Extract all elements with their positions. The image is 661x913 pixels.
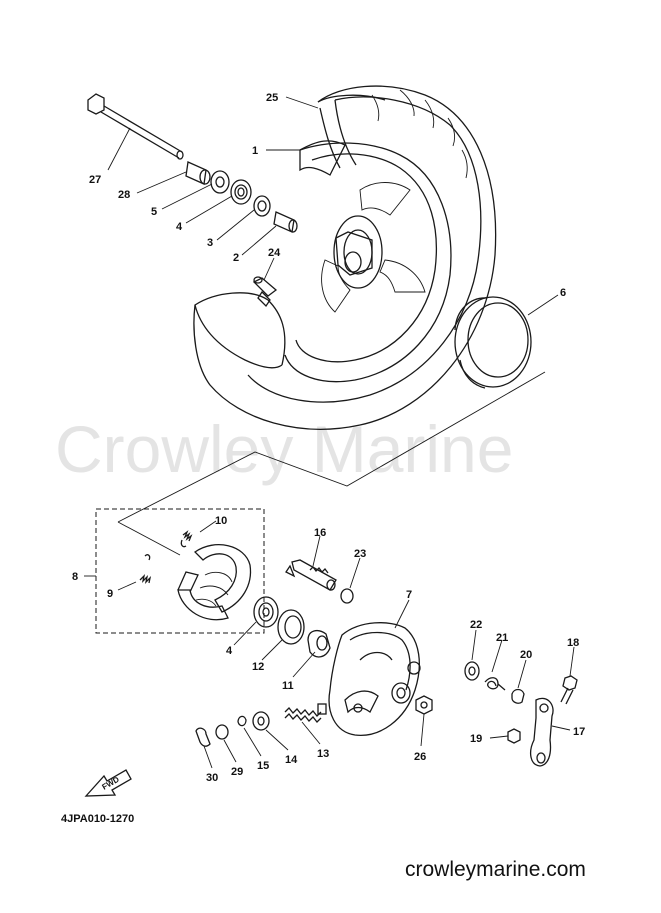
callout-1: 1	[252, 145, 258, 157]
clip-15	[237, 715, 247, 727]
pin-30	[195, 727, 211, 747]
callout-23: 23	[354, 548, 366, 560]
callout-10: 10	[215, 515, 227, 527]
spacer-28	[185, 161, 211, 185]
callout-21: 21	[496, 632, 508, 644]
callout-4-lower: 4	[226, 645, 233, 657]
callout-12: 12	[252, 661, 264, 673]
flange-3	[253, 195, 271, 217]
callout-2: 2	[233, 252, 239, 264]
washer-23	[340, 588, 354, 604]
washer-29	[215, 724, 229, 740]
callout-6: 6	[560, 287, 566, 299]
watermark-text: Crowley Marine	[55, 412, 513, 486]
callout-11: 11	[282, 680, 294, 692]
fwd-arrow-icon: FWD	[84, 769, 132, 797]
bolt-18	[560, 675, 578, 705]
callout-28: 28	[118, 189, 130, 201]
seal-22	[464, 661, 480, 681]
callout-15: 15	[257, 760, 269, 772]
nut-19	[507, 728, 521, 744]
wheel-tire-assembly	[193, 85, 497, 430]
spacer-2	[273, 211, 298, 233]
callout-20: 20	[520, 649, 532, 661]
brake-plate-7	[328, 622, 421, 736]
callout-30: 30	[206, 772, 218, 784]
callout-7: 7	[406, 589, 412, 601]
assembly-lines	[117, 371, 546, 556]
callout-14: 14	[285, 754, 298, 766]
cam-13	[284, 703, 327, 723]
callout-24: 24	[268, 247, 281, 259]
callout-29: 29	[231, 766, 243, 778]
lever-17	[529, 697, 554, 767]
callout-18: 18	[567, 637, 579, 649]
callout-27: 27	[89, 174, 101, 186]
gear-11	[307, 629, 331, 658]
callout-8: 8	[72, 571, 78, 583]
axle-27	[87, 93, 184, 160]
leader-lines	[84, 96, 575, 769]
seal-12	[277, 609, 305, 645]
brake-shoe-set-8	[95, 508, 265, 634]
callouts: 25 1 27 28 5 4 3 2 24 6 10 8 9 16 23 7 4…	[72, 92, 585, 784]
bearing-4-top	[230, 179, 252, 205]
callout-13: 13	[317, 748, 329, 760]
indicator-20	[511, 688, 525, 704]
callout-3: 3	[207, 237, 213, 249]
callout-22: 22	[470, 619, 482, 631]
gear-16	[285, 559, 337, 591]
callout-26: 26	[414, 751, 426, 763]
diagram-code: 4JPA010-1270	[61, 813, 134, 825]
callout-5-top: 5	[151, 206, 157, 218]
valve-24	[252, 276, 278, 308]
callout-17: 17	[573, 726, 585, 738]
seal-5	[210, 170, 230, 194]
callout-25: 25	[266, 92, 278, 104]
callout-16: 16	[314, 527, 326, 539]
bearing-4-lower	[253, 596, 279, 628]
ring-6	[454, 296, 532, 389]
spring-21	[484, 677, 506, 691]
callout-19: 19	[470, 733, 482, 745]
website-text: crowleymarine.com	[405, 858, 586, 881]
callout-4-top: 4	[176, 221, 183, 233]
callout-9: 9	[107, 588, 113, 600]
washer-14	[252, 711, 270, 731]
nut-26	[415, 695, 433, 715]
